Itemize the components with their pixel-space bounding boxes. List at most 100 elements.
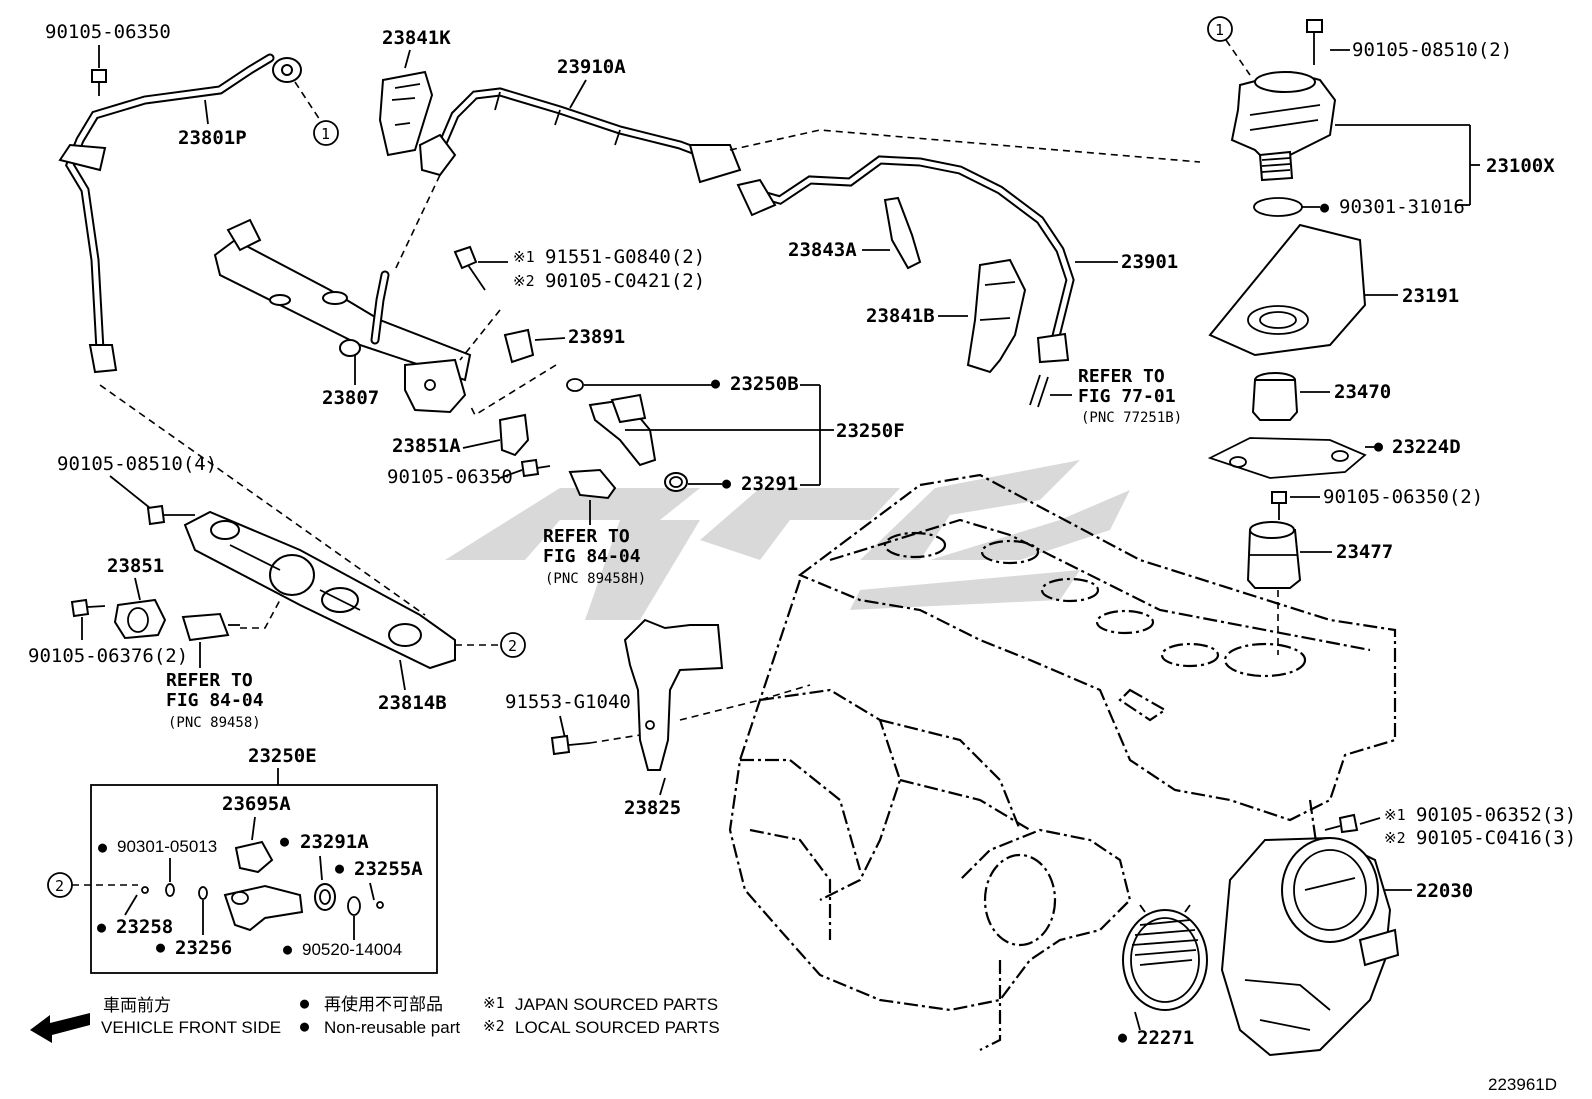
engine-outline — [728, 473, 1397, 1051]
part-23814b-fuel-rail[interactable] — [183, 510, 456, 670]
dot-90520-14004: ● — [283, 940, 292, 958]
part-22271-gasket[interactable] — [1122, 904, 1208, 1011]
part-23291-seal[interactable] — [664, 472, 688, 492]
refer-84-04-h-line2: FIG 84-04 — [543, 546, 641, 567]
dot-23255a: ● — [335, 859, 344, 877]
part-23291a-seal[interactable] — [314, 883, 336, 911]
label-22271: 22271 — [1137, 1027, 1194, 1049]
part-23910a-fuel-hose[interactable] — [418, 87, 742, 184]
part-23256-o-ring[interactable] — [198, 886, 208, 900]
kome1-marker-b: ※1 — [1384, 806, 1406, 824]
part-23843a-clip[interactable] — [883, 196, 922, 270]
label-23851: 23851 — [107, 555, 164, 577]
label-23100x: 23100X — [1486, 155, 1555, 177]
dot-90301-05013: ● — [98, 838, 107, 856]
bolt-90105-08510-top[interactable] — [1306, 19, 1323, 65]
part-sensor-89458h[interactable] — [568, 468, 617, 500]
ref-marker-1-right-text: 1 — [1215, 21, 1224, 39]
bolt-91553-g1040[interactable] — [550, 734, 591, 756]
refer-84-04-line2: FIG 84-04 — [166, 690, 264, 711]
part-90301-31016-o-ring[interactable] — [1253, 197, 1303, 217]
label-23841b: 23841B — [866, 305, 935, 327]
label-22030: 22030 — [1416, 880, 1473, 902]
legend-japan: JAPAN SOURCED PARTS — [515, 995, 718, 1014]
ref-marker-1-left-text: 1 — [321, 125, 330, 143]
dot-23291: ● — [722, 474, 731, 492]
label-23901: 23901 — [1121, 251, 1178, 273]
box-23250e-kit — [90, 784, 438, 974]
label-23470: 23470 — [1334, 381, 1391, 403]
figure-code: 223961D — [1488, 1075, 1557, 1094]
legend-local: LOCAL SOURCED PARTS — [515, 1018, 720, 1037]
part-23841k-clip[interactable] — [378, 70, 434, 157]
label-23843a: 23843A — [788, 239, 857, 261]
label-90105-06350-2: 90105-06350(2) — [1323, 486, 1483, 508]
label-90105-06376-2: 90105-06376(2) — [28, 645, 188, 667]
bolt-90105-06352[interactable] — [1324, 813, 1359, 834]
part-23901-fuel-hose[interactable] — [736, 155, 1075, 364]
legend-front-jp: 車両前方 — [103, 996, 171, 1015]
dot-23258: ● — [97, 918, 106, 936]
bolt-90105-08510-4[interactable] — [146, 504, 195, 526]
part-23825-bracket[interactable] — [623, 618, 724, 771]
part-23250b-o-ring[interactable] — [566, 378, 584, 392]
part-23224d-gasket[interactable] — [1207, 437, 1367, 479]
label-90105-c0421: 90105-C0421(2) — [545, 270, 705, 292]
label-90105-06350-top: 90105-06350 — [45, 21, 171, 43]
bolt-90105-06350-top-left[interactable] — [91, 69, 107, 96]
part-90520-14004-o-ring[interactable] — [347, 896, 361, 916]
bolt-90105-06376[interactable] — [70, 598, 106, 618]
refer-84-04-line1: REFER TO — [166, 670, 253, 691]
part-23807-delivery-pipe[interactable] — [213, 218, 472, 414]
legend-kome1: ※1 — [483, 994, 505, 1012]
part-22030-throttle-body[interactable] — [1220, 836, 1400, 1057]
label-23256: 23256 — [175, 937, 232, 959]
part-23477-case[interactable] — [1246, 521, 1302, 589]
part-injector[interactable] — [588, 393, 657, 467]
part-23891-collar[interactable] — [503, 328, 535, 364]
label-23825: 23825 — [624, 797, 681, 819]
label-23841k: 23841K — [382, 27, 451, 49]
part-23258-ring[interactable] — [141, 886, 149, 894]
legend-nonreuse-jp: 再使用不可部品 — [324, 994, 443, 1014]
part-23851a-bracket[interactable] — [498, 413, 530, 457]
label-23191: 23191 — [1402, 285, 1459, 307]
label-91551-g0840: 91551-G0840(2) — [545, 246, 705, 268]
part-23801p-fuel-hose[interactable] — [58, 53, 302, 374]
kome2-marker-b: ※2 — [1384, 829, 1406, 847]
legend-dot-en: ● — [300, 1017, 309, 1035]
dot-90301-31016: ● — [1320, 198, 1329, 216]
part-23255a-ring[interactable] — [376, 901, 384, 909]
kome2-marker-a: ※2 — [513, 272, 535, 290]
label-90105-06350-mid: 90105-06350 — [387, 466, 513, 488]
watermark-logo — [445, 460, 1130, 620]
refer-77-01-pnc: (PNC 77251B) — [1081, 410, 1182, 426]
refer-77-01-line1: REFER TO — [1078, 366, 1165, 387]
label-90105-06352-3: 90105-06352(3) — [1416, 804, 1576, 826]
refer-84-04-pnc: (PNC 89458) — [168, 715, 261, 731]
dot-22271: ● — [1118, 1028, 1127, 1046]
dot-23256: ● — [156, 938, 165, 956]
bolt-90105-06350-mid[interactable] — [520, 458, 551, 478]
part-23100x-fuel-pump[interactable] — [1230, 70, 1337, 182]
label-90105-08510-4: 90105-08510(4) — [57, 453, 217, 475]
label-23291a: 23291A — [300, 831, 369, 853]
label-90520-14004: 90520-14004 — [302, 940, 402, 959]
bolt-91551-g0840[interactable] — [453, 245, 486, 291]
legend-front-arrow-icon — [30, 1013, 90, 1043]
dot-23291a: ● — [280, 832, 289, 850]
part-23841b-clip[interactable] — [966, 258, 1027, 374]
dot-23224d: ● — [1374, 437, 1383, 455]
part-23191-insulator[interactable] — [1208, 223, 1367, 357]
refer-84-04-h-pnc: (PNC 89458H) — [545, 571, 646, 587]
label-23891: 23891 — [568, 326, 625, 348]
part-kit-injector[interactable] — [223, 884, 304, 932]
part-sensor-89458[interactable] — [181, 612, 240, 642]
part-90301-05013-o-ring[interactable] — [165, 883, 175, 897]
part-23695a-clip[interactable] — [234, 840, 274, 874]
label-90105-08510-2: 90105-08510(2) — [1352, 39, 1512, 61]
part-23470-lifter[interactable] — [1251, 372, 1299, 421]
bolt-90105-06350-2[interactable] — [1271, 491, 1287, 520]
part-23851-grommet[interactable] — [113, 598, 167, 640]
